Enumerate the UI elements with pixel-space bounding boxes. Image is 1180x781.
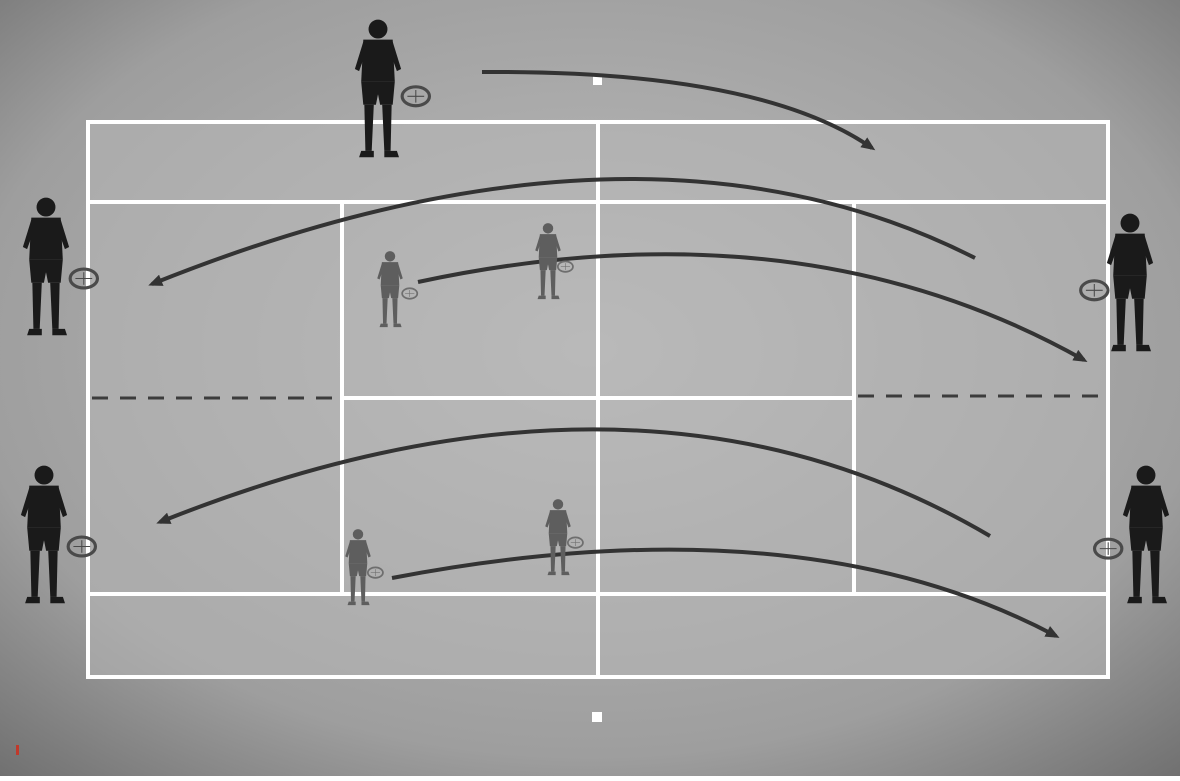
caption-accent (16, 745, 19, 755)
center-mark-bottom (592, 712, 602, 722)
center-mark-top (593, 76, 602, 85)
